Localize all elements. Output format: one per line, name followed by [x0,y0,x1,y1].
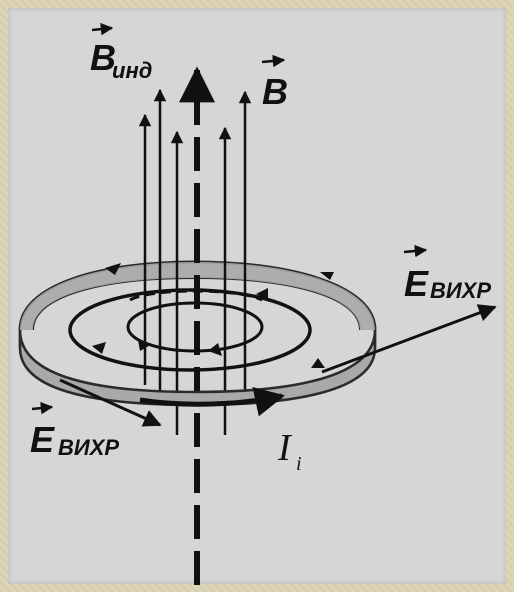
inner-loop-small [126,301,264,353]
field-lines [138,88,252,435]
e-vortex-arrow-right [321,304,497,374]
label-current-sub: i [296,453,302,475]
label-current: I i [277,427,302,475]
current-arrow [139,386,285,417]
label-b-ind-main: B [90,37,116,78]
label-e-left: E ВИХР [30,401,119,460]
label-e-left-main: E [30,419,55,460]
label-current-main: I [277,427,293,469]
label-b: B [261,54,288,112]
label-e-right: E ВИХР [403,244,491,304]
inner-field-loops [68,288,312,372]
label-e-right-main: E [404,263,429,304]
loop-direction-arrows [92,263,334,368]
label-e-right-sub: ВИХР [430,278,491,303]
label-b-ind-sub: инд [112,58,152,83]
label-b-ind: B инд [90,22,152,83]
label-e-left-sub: ВИХР [58,435,119,460]
e-vortex-arrow-left [59,378,162,427]
label-b-main: B [262,71,288,112]
inner-loop-large [68,288,312,372]
